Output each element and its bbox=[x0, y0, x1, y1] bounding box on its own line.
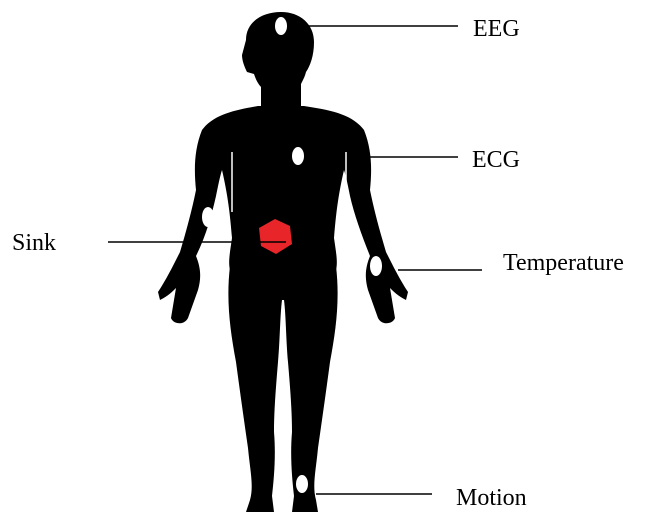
legs bbox=[228, 266, 337, 512]
motion-sensor-icon bbox=[296, 475, 308, 493]
eeg-label: EEG bbox=[473, 16, 520, 42]
temperature-label: Temperature bbox=[503, 250, 624, 276]
temperature-sensor-icon bbox=[370, 256, 382, 276]
motion-label: Motion bbox=[456, 485, 527, 511]
ecg-sensor-icon bbox=[292, 147, 304, 165]
sink-label: Sink bbox=[12, 230, 56, 256]
eeg-sensor-icon bbox=[275, 17, 287, 35]
arm-sensor-icon bbox=[202, 207, 214, 227]
human-silhouette bbox=[158, 12, 408, 512]
ecg-label: ECG bbox=[472, 147, 520, 173]
